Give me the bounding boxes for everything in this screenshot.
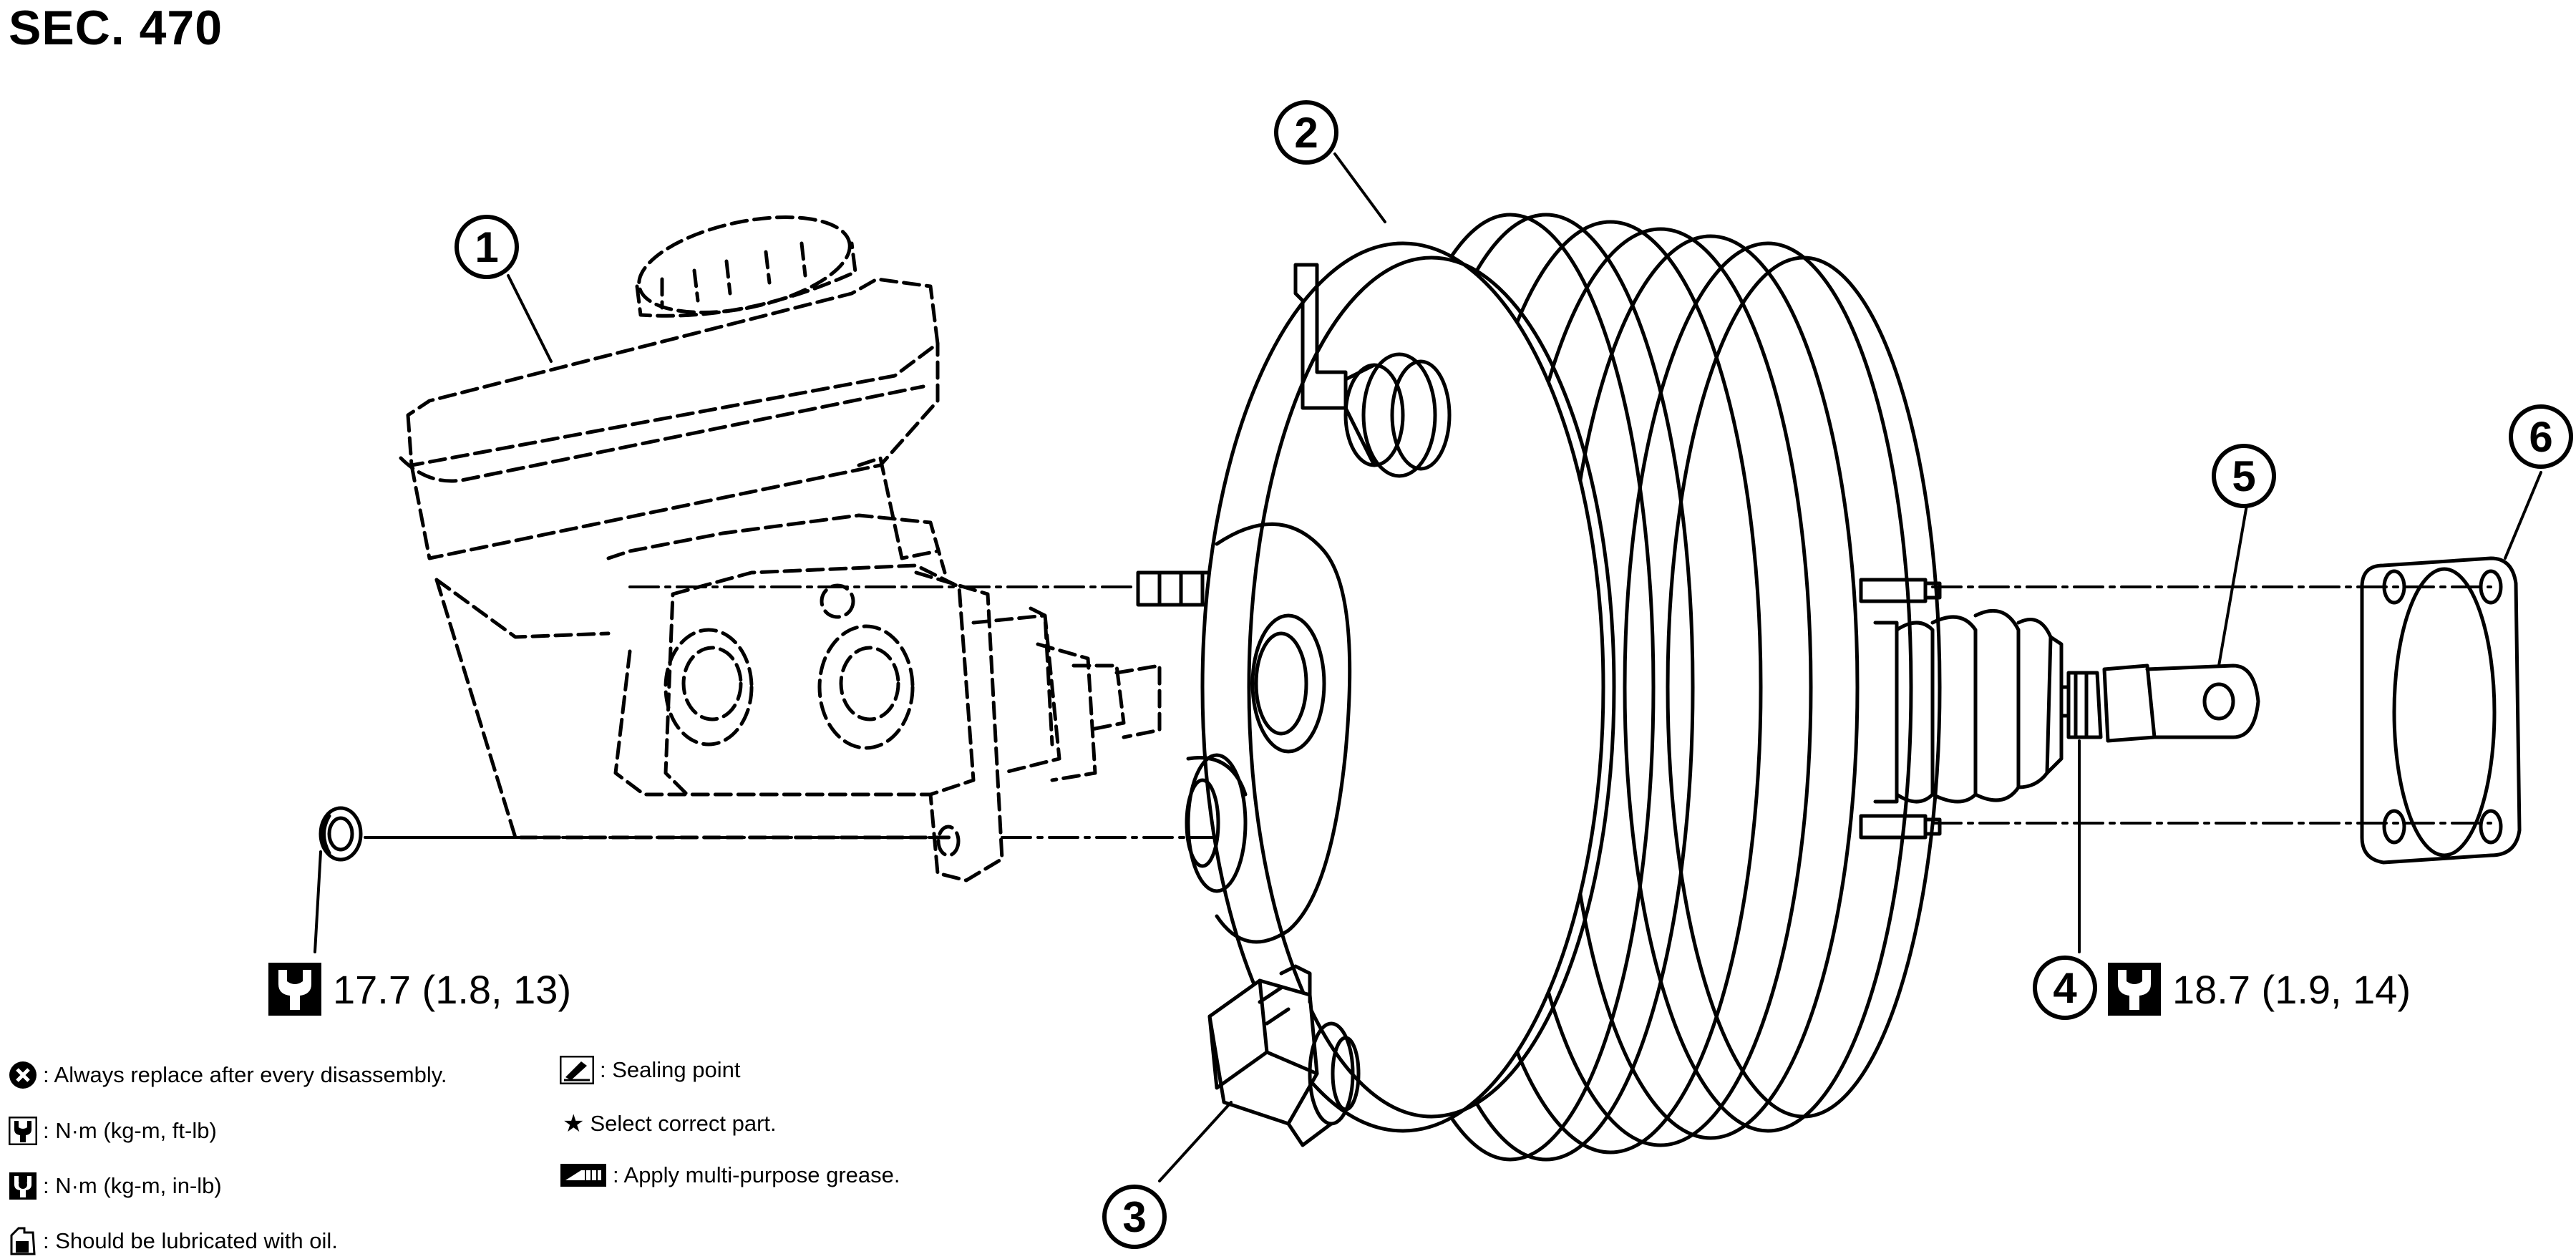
legend-grease: : Apply multi-purpose grease.: [560, 1162, 900, 1188]
callout-4: 4: [2033, 956, 2097, 1020]
legend-oil: : Should be lubricated with oil.: [9, 1225, 338, 1257]
callout-leaders: [507, 152, 2542, 1182]
legend-nm-inlb: : N·m (kg-m, in-lb): [9, 1172, 222, 1200]
wrench-small-icon: [9, 1172, 37, 1200]
gasket-drawing: [2360, 556, 2522, 865]
alignment-lines: [514, 585, 2492, 839]
grease-icon: [560, 1163, 607, 1187]
sealing-point-icon: [560, 1056, 594, 1084]
legend-replace-text: : Always replace after every disassembly…: [43, 1062, 447, 1087]
torque-spec-left: 17.7 (1.8, 13): [268, 963, 571, 1016]
legend-oil-text: : Should be lubricated with oil.: [43, 1228, 338, 1253]
callout-1: 1: [455, 215, 519, 279]
callout-6: 6: [2509, 404, 2573, 469]
legend-replace: : Always replace after every disassembly…: [9, 1061, 447, 1089]
booster-sensor-connector: [1207, 964, 1361, 1147]
wrench-small-icon: [9, 1117, 37, 1145]
nut-left: [314, 806, 363, 953]
legend-sealing: : Sealing point: [560, 1056, 740, 1084]
legend-nm-ftlb: : N·m (kg-m, ft-lb): [9, 1117, 217, 1145]
master-cylinder-drawing: [399, 215, 1162, 883]
callout-3: 3: [1102, 1185, 1167, 1249]
legend-nm-inlb-text: : N·m (kg-m, in-lb): [43, 1173, 222, 1198]
oil-can-icon: [9, 1225, 37, 1257]
legend-select: ★ Select correct part.: [563, 1111, 777, 1137]
wrench-icon: [2108, 963, 2161, 1016]
star-icon: ★: [563, 1110, 585, 1137]
callout-2: 2: [1274, 100, 1338, 165]
callout-5: 5: [2212, 444, 2276, 508]
torque-value-right: 18.7 (1.9, 14): [2172, 966, 2411, 1012]
x-circle-icon: [9, 1061, 37, 1089]
wrench-icon: [268, 963, 321, 1016]
torque-spec-right: 18.7 (1.9, 14): [2108, 963, 2411, 1016]
section-title: SEC. 470: [9, 1, 223, 55]
brake-booster-drawing: [1185, 213, 2260, 1162]
torque-value-left: 17.7 (1.8, 13): [333, 966, 572, 1012]
legend-select-text: Select correct part.: [590, 1111, 777, 1136]
legend-nm-ftlb-text: : N·m (kg-m, ft-lb): [43, 1118, 217, 1143]
legend-grease-text: : Apply multi-purpose grease.: [613, 1162, 900, 1187]
legend-sealing-text: : Sealing point: [600, 1057, 741, 1082]
